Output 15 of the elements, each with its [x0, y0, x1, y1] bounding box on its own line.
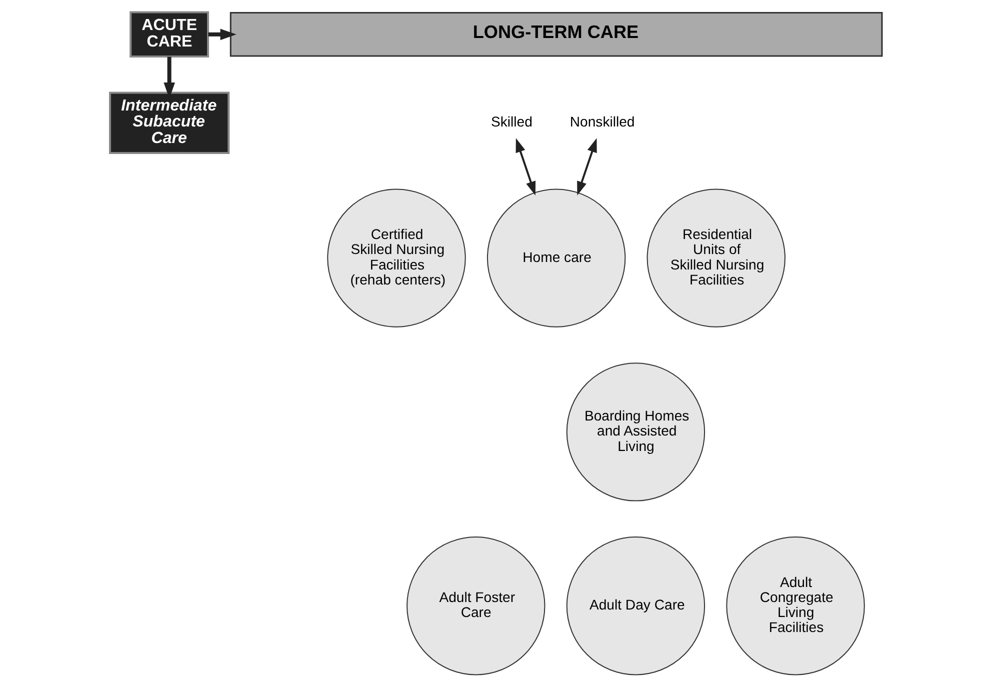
arrow: [577, 138, 597, 196]
node-circle: Adult Foster Care: [406, 536, 546, 676]
node-circle: Adult Day Care: [566, 536, 706, 676]
node-box: ACUTE CARE: [130, 11, 210, 58]
node-circle: Residential Units of Skilled Nursing Facilities: [646, 188, 786, 328]
arrow: [516, 138, 536, 196]
node-circle: Adult Congregate Living Facilities: [726, 536, 865, 676]
node-text: Skilled: [490, 114, 532, 130]
node-circle: Boarding Homes and Assisted Living: [566, 362, 706, 502]
node-text: Nonskilled: [570, 114, 635, 130]
arrow: [208, 28, 236, 40]
node-box: Intermediate Subacute Care: [109, 92, 230, 154]
node-circle: Home care: [486, 188, 626, 328]
node-box: LONG-TERM CARE: [230, 12, 883, 57]
node-circle: Certified Skilled Nursing Facilities (rehab centers): [327, 188, 466, 328]
